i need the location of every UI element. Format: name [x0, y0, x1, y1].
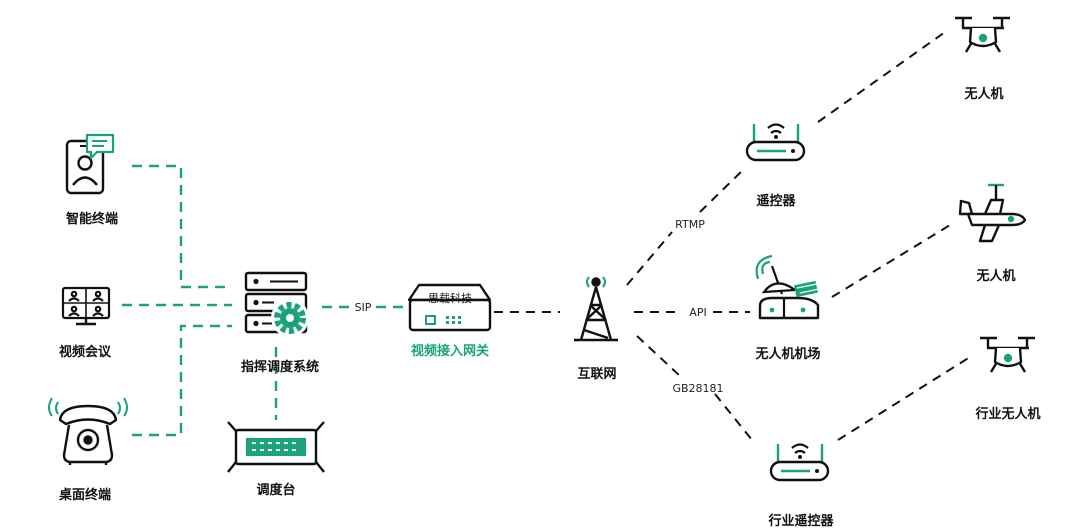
smartphone-user-icon [65, 133, 115, 195]
radio-tower-icon [574, 276, 618, 342]
router-icon [769, 443, 830, 482]
fixed-wing-drone-icon [958, 183, 1027, 243]
edge-label-sip: SIP [355, 301, 372, 314]
drone-airport-icon [755, 254, 820, 320]
desk-phone-icon [48, 397, 128, 465]
edge-desk-terminal [132, 324, 232, 437]
edge-label-gb28181: GB28181 [672, 382, 723, 395]
label-internet: 互联网 [577, 367, 616, 382]
node-video-conf[interactable]: 视频会议 [59, 286, 112, 360]
label-drone-2: 无人机 [975, 268, 1015, 284]
node-smart-terminal[interactable]: 智能终端 [65, 133, 118, 227]
label-gateway: 视频接入网关 [411, 343, 489, 359]
server-gear-icon [244, 271, 309, 337]
node-industry-remote[interactable]: 行业遥控器 [767, 443, 834, 529]
node-command-system[interactable]: 指挥调度系统 [241, 271, 319, 375]
label-video-conf: 视频会议 [59, 344, 112, 360]
node-drone-2[interactable]: 无人机 [958, 183, 1027, 284]
node-drone-3[interactable]: 行业无人机 [974, 336, 1041, 422]
node-drone-1[interactable]: 无人机 [955, 16, 1010, 102]
node-desk-terminal[interactable]: 桌面终端 [48, 397, 128, 503]
edge-gb-b [714, 393, 753, 441]
edge-rtmp-a [626, 231, 673, 286]
label-smart-terminal: 智能终端 [66, 211, 118, 227]
label-desk-terminal: 桌面终端 [59, 487, 111, 503]
label-console: 调度台 [256, 482, 295, 498]
edge-remote-drone [817, 29, 949, 123]
label-drone-nest: 无人机机场 [754, 346, 820, 362]
edge-label-rtmp: RTMP [675, 218, 705, 231]
connectors [122, 29, 971, 441]
edge-label-api: API [689, 306, 706, 319]
router-icon [745, 123, 806, 162]
edge-nest-drone [831, 221, 956, 298]
label-command-system: 指挥调度系统 [241, 359, 319, 375]
gateway-device-icon [407, 283, 492, 332]
video-conference-monitor-icon [61, 286, 111, 326]
node-console[interactable]: 调度台 [227, 421, 325, 498]
node-drone-nest[interactable]: 无人机机场 [754, 254, 821, 362]
label-industry-remote: 行业遥控器 [767, 513, 834, 529]
edge-rtmp-b [699, 167, 746, 213]
label-drone-1: 无人机 [963, 86, 1003, 102]
node-internet[interactable]: 互联网 [574, 276, 618, 382]
label-remote-ctrl: 遥控器 [756, 193, 796, 209]
node-gateway[interactable]: 思载科技 视频接入网关 [407, 283, 492, 359]
edge-smart-terminal [132, 164, 232, 289]
black-links [494, 29, 971, 441]
edge-gb-a [636, 335, 681, 377]
quadcopter-icon [955, 16, 1010, 53]
gateway-brand: 思载科技 [428, 291, 472, 305]
dispatch-console-icon [227, 421, 325, 473]
quadcopter-icon [980, 336, 1035, 373]
node-remote-ctrl[interactable]: 遥控器 [745, 123, 806, 209]
green-bus [122, 164, 408, 437]
label-drone-3: 行业无人机 [974, 406, 1040, 422]
edge-industry-drone [837, 356, 971, 441]
